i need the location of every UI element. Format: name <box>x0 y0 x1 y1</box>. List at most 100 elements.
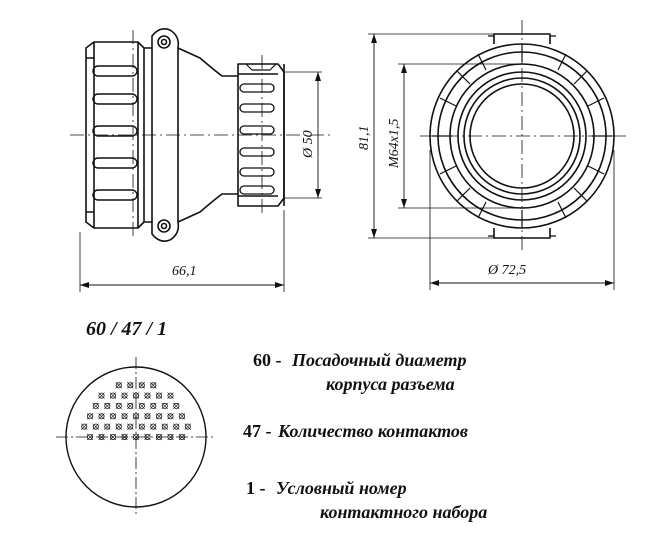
contact-pin-mark <box>138 382 145 389</box>
contact-pin <box>121 413 128 420</box>
contact-pin <box>127 402 134 409</box>
contact-pin <box>132 392 139 399</box>
contact-pin <box>98 433 105 440</box>
dim-overall-length: 66,1 <box>172 264 197 279</box>
contact-pin-mark <box>127 423 134 430</box>
contact-pin <box>87 413 94 420</box>
contact-pin-mark <box>150 423 157 430</box>
contact-pin-mark <box>138 402 145 410</box>
contact-pin-mark <box>81 423 88 430</box>
contact-pin <box>161 402 168 409</box>
contact-pin <box>110 413 117 420</box>
contact-pin-mark <box>127 402 134 410</box>
contact-pin <box>132 433 139 440</box>
contact-pin <box>115 402 122 409</box>
contact-pin <box>110 392 117 399</box>
dim-thread: M64x1,5 <box>387 119 402 169</box>
contact-pin <box>121 392 128 399</box>
contact-pin <box>150 402 157 409</box>
contact-pin-mark <box>115 382 122 389</box>
contact-pattern <box>56 357 216 517</box>
contact-pin <box>144 433 151 440</box>
contact-pin-mark <box>109 392 117 399</box>
legend-text: Посадочный диаметр <box>292 350 467 370</box>
legend-number: 1 - <box>246 478 266 498</box>
contact-pin-mark <box>178 433 186 441</box>
legend-text: Условный номер <box>276 478 407 498</box>
legend-item-60: 60 - Посадочный диаметр <box>253 350 466 371</box>
contact-pin-mark <box>109 413 117 420</box>
contact-pin <box>104 402 111 409</box>
contact-pin-mark <box>144 433 151 441</box>
dim-side-diameter: Ø 50 <box>301 130 316 159</box>
contact-pin <box>115 423 122 430</box>
contact-pin-mark <box>98 413 105 420</box>
contact-pin-mark <box>144 413 151 420</box>
contact-pin-mark <box>132 413 140 420</box>
contact-pin-mark <box>138 423 145 430</box>
contact-pin <box>110 433 117 440</box>
contact-pin <box>178 433 185 440</box>
contact-pin-mark <box>132 392 140 399</box>
contact-pin-mark <box>92 423 99 430</box>
legend-item-47: 47 - Количество контактов <box>243 421 468 442</box>
contact-pin <box>144 392 151 399</box>
contact-pin-mark <box>109 433 117 441</box>
contact-pin-mark <box>98 433 105 441</box>
contact-pin <box>104 423 111 430</box>
contact-pin-mark <box>155 413 163 420</box>
contact-pin <box>167 392 174 399</box>
contact-pin-mark <box>127 382 134 389</box>
contact-pin <box>98 392 105 399</box>
contact-pin-mark <box>132 433 140 441</box>
legend-text: Количество контактов <box>278 421 468 441</box>
legend-item-1: 1 - Условный номер <box>246 478 407 499</box>
contact-pin <box>150 423 157 430</box>
contact-pin-mark <box>161 402 168 410</box>
contact-pin-mark <box>184 423 191 430</box>
contact-pin <box>92 423 99 430</box>
contact-pin-mark <box>155 392 163 399</box>
contact-pin <box>92 402 99 409</box>
contact-pin-mark <box>150 382 157 389</box>
contact-pin-mark <box>121 392 128 399</box>
contact-pin <box>161 423 168 430</box>
designation-code: 60 / 47 / 1 <box>86 318 168 340</box>
contact-pin <box>138 423 145 430</box>
contact-pin-mark <box>144 392 151 399</box>
contact-pin <box>173 423 180 430</box>
contact-pin-mark <box>86 433 94 441</box>
contact-pin-mark <box>167 433 174 441</box>
contact-pin-mark <box>173 423 180 430</box>
contact-pin <box>167 433 174 440</box>
contact-pin-mark <box>178 413 186 420</box>
contact-pin-mark <box>155 433 163 441</box>
contact-pin-mark <box>167 413 174 420</box>
contact-pin-mark <box>167 392 174 399</box>
legend-number: 60 - <box>253 350 282 370</box>
contact-pin <box>138 382 145 389</box>
contact-pin <box>87 433 94 440</box>
contact-pin <box>167 413 174 420</box>
contact-pin-mark <box>173 402 180 410</box>
contact-pin <box>127 382 134 389</box>
contact-pin-mark <box>161 423 168 430</box>
dim-overall-height: 81,1 <box>357 126 372 151</box>
legend-item-60-line2: корпуса разъема <box>326 374 455 394</box>
contact-pin <box>81 423 88 430</box>
contact-pin-mark <box>86 413 94 420</box>
dim-flange-diameter: Ø 72,5 <box>487 263 526 278</box>
contact-pin <box>127 423 134 430</box>
contact-pin-mark <box>115 402 122 410</box>
contact-pin <box>155 433 162 440</box>
contact-pin <box>132 413 139 420</box>
contact-pin-mark <box>121 413 128 420</box>
contact-pin <box>138 402 145 409</box>
contact-pin <box>155 413 162 420</box>
contact-pin <box>150 382 157 389</box>
contact-pin-mark <box>115 423 122 430</box>
side-view <box>70 28 330 292</box>
contact-pin-mark <box>150 402 157 410</box>
contact-pin <box>173 402 180 409</box>
contact-pin-mark <box>104 402 111 410</box>
